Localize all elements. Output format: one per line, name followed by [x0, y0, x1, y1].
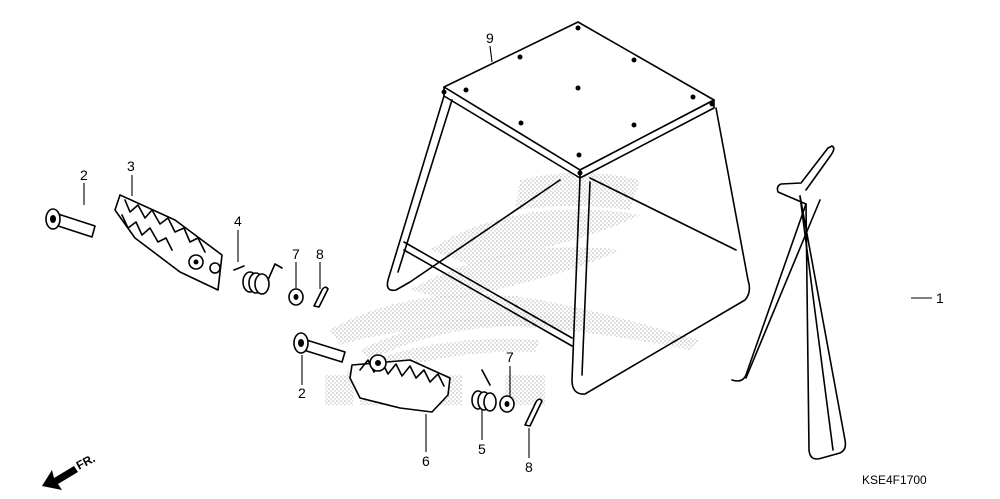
callout-2-upper: 2	[80, 167, 88, 183]
callouts: 9 1 2 3 4 7 8 2 7 5 6 8	[80, 30, 944, 475]
cotter-pin-lower	[524, 398, 543, 427]
callout-4: 4	[234, 213, 242, 229]
front-label: FR.	[74, 451, 98, 472]
front-arrow-icon	[42, 466, 78, 490]
callout-7-lower: 7	[506, 349, 514, 365]
callout-9: 9	[486, 30, 494, 46]
footpeg-left	[114, 194, 223, 291]
pivot-pin-lower	[293, 332, 346, 363]
diagram-code: KSE4F1700	[862, 473, 927, 487]
return-spring-right	[471, 369, 497, 412]
callout-6: 6	[422, 453, 430, 469]
washer-upper	[288, 288, 304, 306]
callout-5: 5	[478, 441, 486, 457]
callout-8-upper: 8	[316, 246, 324, 262]
stand-box	[386, 21, 751, 395]
side-stand	[731, 145, 847, 460]
cotter-pin-upper	[313, 286, 329, 308]
return-spring-left	[233, 263, 283, 295]
footpeg-right	[349, 354, 451, 413]
callout-7-upper: 7	[292, 246, 300, 262]
washer-lower	[499, 395, 515, 413]
callout-1: 1	[936, 290, 944, 306]
front-direction-indicator: FR.	[42, 451, 97, 490]
callout-3: 3	[127, 158, 135, 174]
pivot-pin-upper	[45, 208, 96, 238]
callout-2-lower: 2	[298, 385, 306, 401]
leader-lines	[83, 45, 932, 458]
callout-8-lower: 8	[525, 459, 533, 475]
